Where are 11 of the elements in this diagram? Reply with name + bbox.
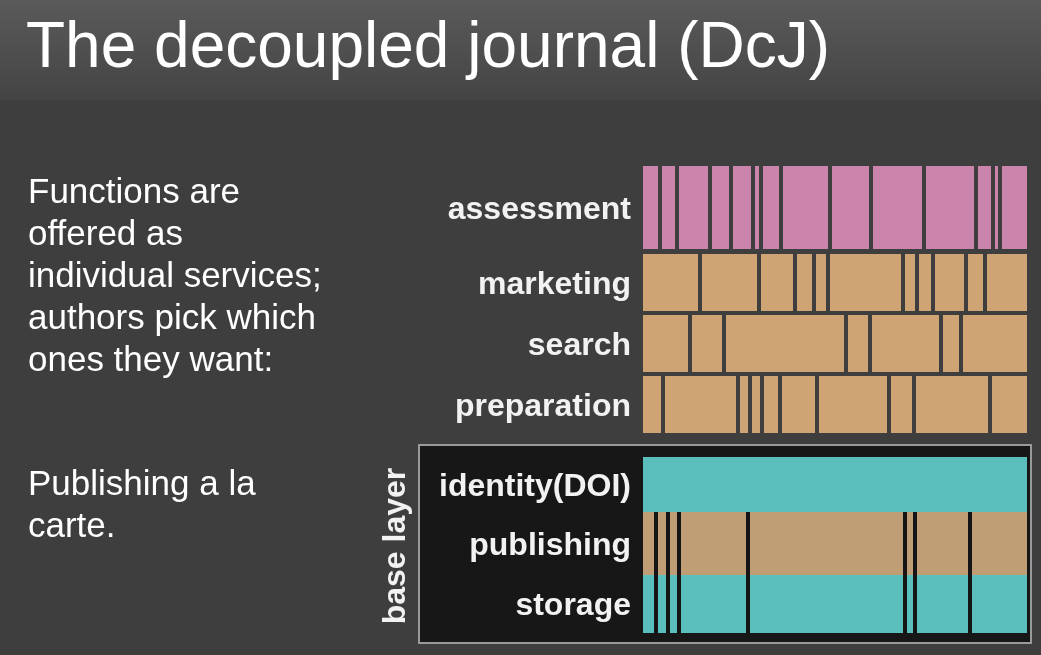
slide-title: The decoupled journal (DcJ) bbox=[26, 8, 830, 82]
row-label: search bbox=[527, 325, 631, 363]
row-label: marketing bbox=[478, 264, 631, 302]
vertical-label: base layer bbox=[376, 466, 412, 627]
row-label: publishing bbox=[469, 525, 631, 563]
body-text: Functions are offered as individual services; authors pick which ones they want: bbox=[28, 170, 323, 380]
row-label: preparation bbox=[454, 386, 631, 424]
body-text: Publishing a la carte. bbox=[28, 462, 257, 546]
row-label: storage bbox=[515, 586, 631, 623]
row-label: identity(DOI) bbox=[439, 466, 631, 504]
row-label: assessment bbox=[447, 189, 631, 227]
